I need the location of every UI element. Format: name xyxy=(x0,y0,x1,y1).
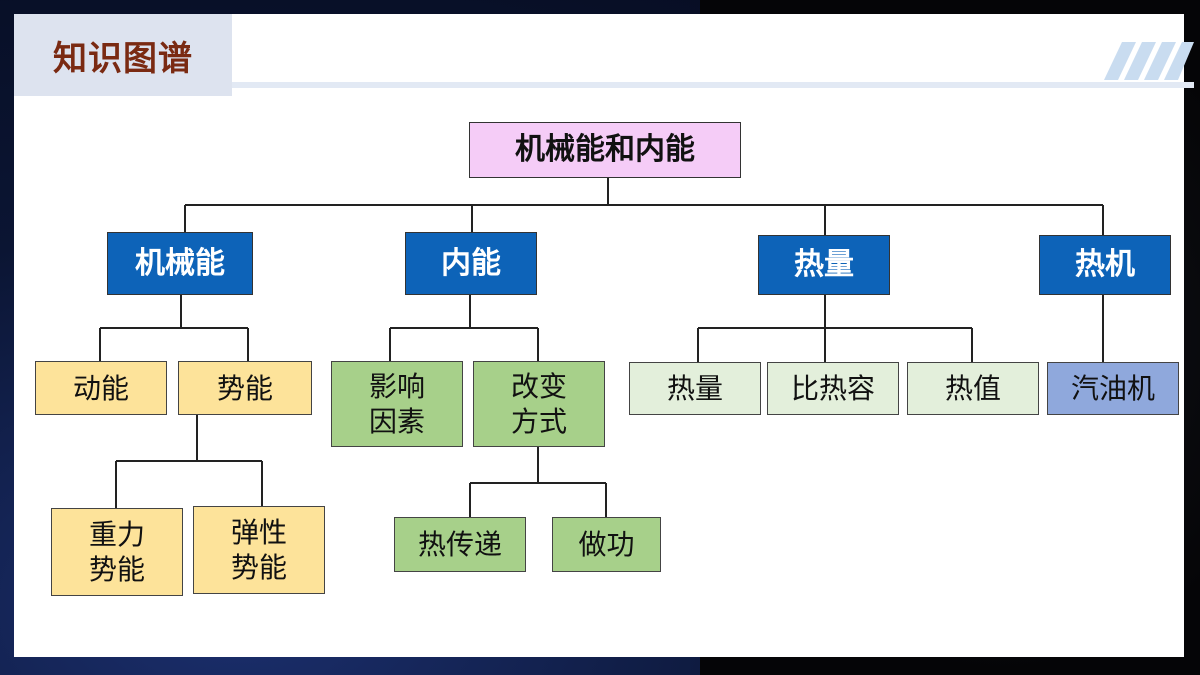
category-heat-engine: 热机 xyxy=(1039,235,1171,295)
node-elastic-potential: 弹性 势能 xyxy=(193,506,325,594)
node-gravitational-potential: 重力 势能 xyxy=(51,508,183,596)
node-specific-heat: 比热容 xyxy=(767,362,899,415)
title-tab: 知识图谱 xyxy=(14,14,232,96)
node-heat-quantity: 热量 xyxy=(629,362,761,415)
decorative-stripes xyxy=(1104,42,1194,80)
category-internal-energy: 内能 xyxy=(405,232,537,295)
header-rule xyxy=(232,82,1194,88)
slide-panel: 知识图谱 xyxy=(14,14,1194,657)
node-ways-of-change: 改变 方式 xyxy=(473,361,605,447)
root-node: 机械能和内能 xyxy=(469,122,741,178)
node-heat-transfer: 热传递 xyxy=(394,517,526,572)
node-influencing-factors: 影响 因素 xyxy=(331,361,463,447)
node-potential-energy: 势能 xyxy=(178,361,312,415)
category-heat: 热量 xyxy=(758,235,890,295)
connector-lines xyxy=(99,178,1104,517)
node-doing-work: 做功 xyxy=(552,517,661,572)
category-mechanical-energy: 机械能 xyxy=(107,232,253,295)
node-gasoline-engine: 汽油机 xyxy=(1047,362,1179,415)
node-kinetic-energy: 动能 xyxy=(35,361,167,415)
page-title: 知识图谱 xyxy=(53,38,193,79)
node-heat-value: 热值 xyxy=(907,362,1039,415)
